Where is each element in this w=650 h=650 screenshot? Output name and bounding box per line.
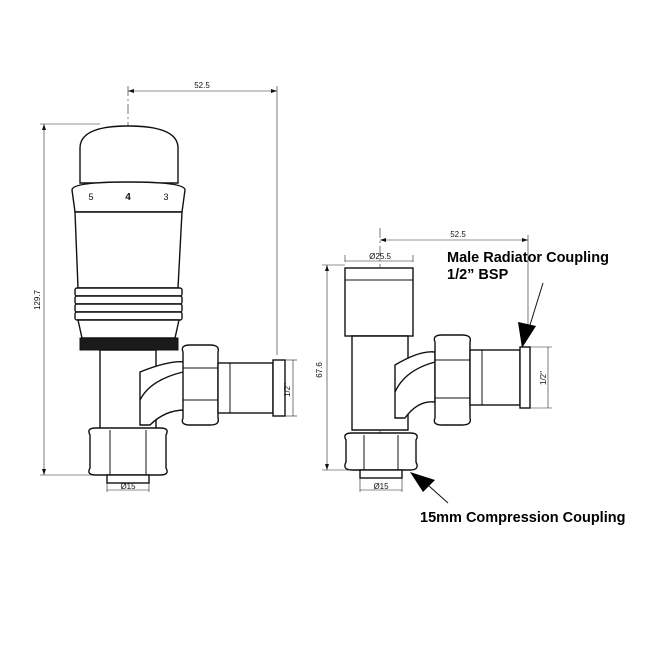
dial-mark-3: 3: [163, 192, 168, 202]
left-height-label: 129.7: [33, 289, 42, 310]
right-thread-label: 1/2": [539, 371, 548, 385]
left-top-width-dimension: 52.5: [128, 81, 278, 355]
thermostatic-head: 5 4 3: [71, 125, 186, 351]
compression-coupling-label: 15mm Compression Coupling: [420, 510, 625, 526]
compression-coupling-callout: 15mm Compression Coupling: [410, 472, 625, 526]
right-cap-label: Ø25.5: [369, 252, 391, 261]
right-height-label: 67.6: [315, 362, 324, 378]
male-coupling-line2: 1/2” BSP: [447, 267, 509, 283]
right-height-dimension: 67.6: [315, 264, 348, 471]
compression-coupling-arrow: [410, 472, 435, 492]
left-thread-label: 1/2": [283, 383, 292, 397]
dial-mark-5: 5: [88, 192, 93, 202]
left-pipe-label: Ø15: [120, 482, 136, 491]
thermostatic-valve: 52.5 129.7 5 4 3: [33, 81, 297, 492]
right-top-width-label: 52.5: [450, 230, 466, 239]
manual-valve: 52.5 Ø25.5 67.6: [315, 228, 552, 492]
right-cap-dimension: Ø25.5: [344, 252, 414, 262]
left-valve-body: 1/2" Ø15: [88, 344, 297, 492]
dial-mark-4: 4: [125, 192, 131, 203]
right-pipe-label: Ø15: [373, 482, 389, 491]
right-top-width-dimension: 52.5: [380, 230, 529, 330]
male-coupling-line1: Male Radiator Coupling: [447, 250, 609, 266]
male-coupling-callout: Male Radiator Coupling 1/2” BSP: [447, 250, 609, 348]
left-top-width-label: 52.5: [194, 81, 210, 90]
male-coupling-arrow: [518, 322, 536, 348]
